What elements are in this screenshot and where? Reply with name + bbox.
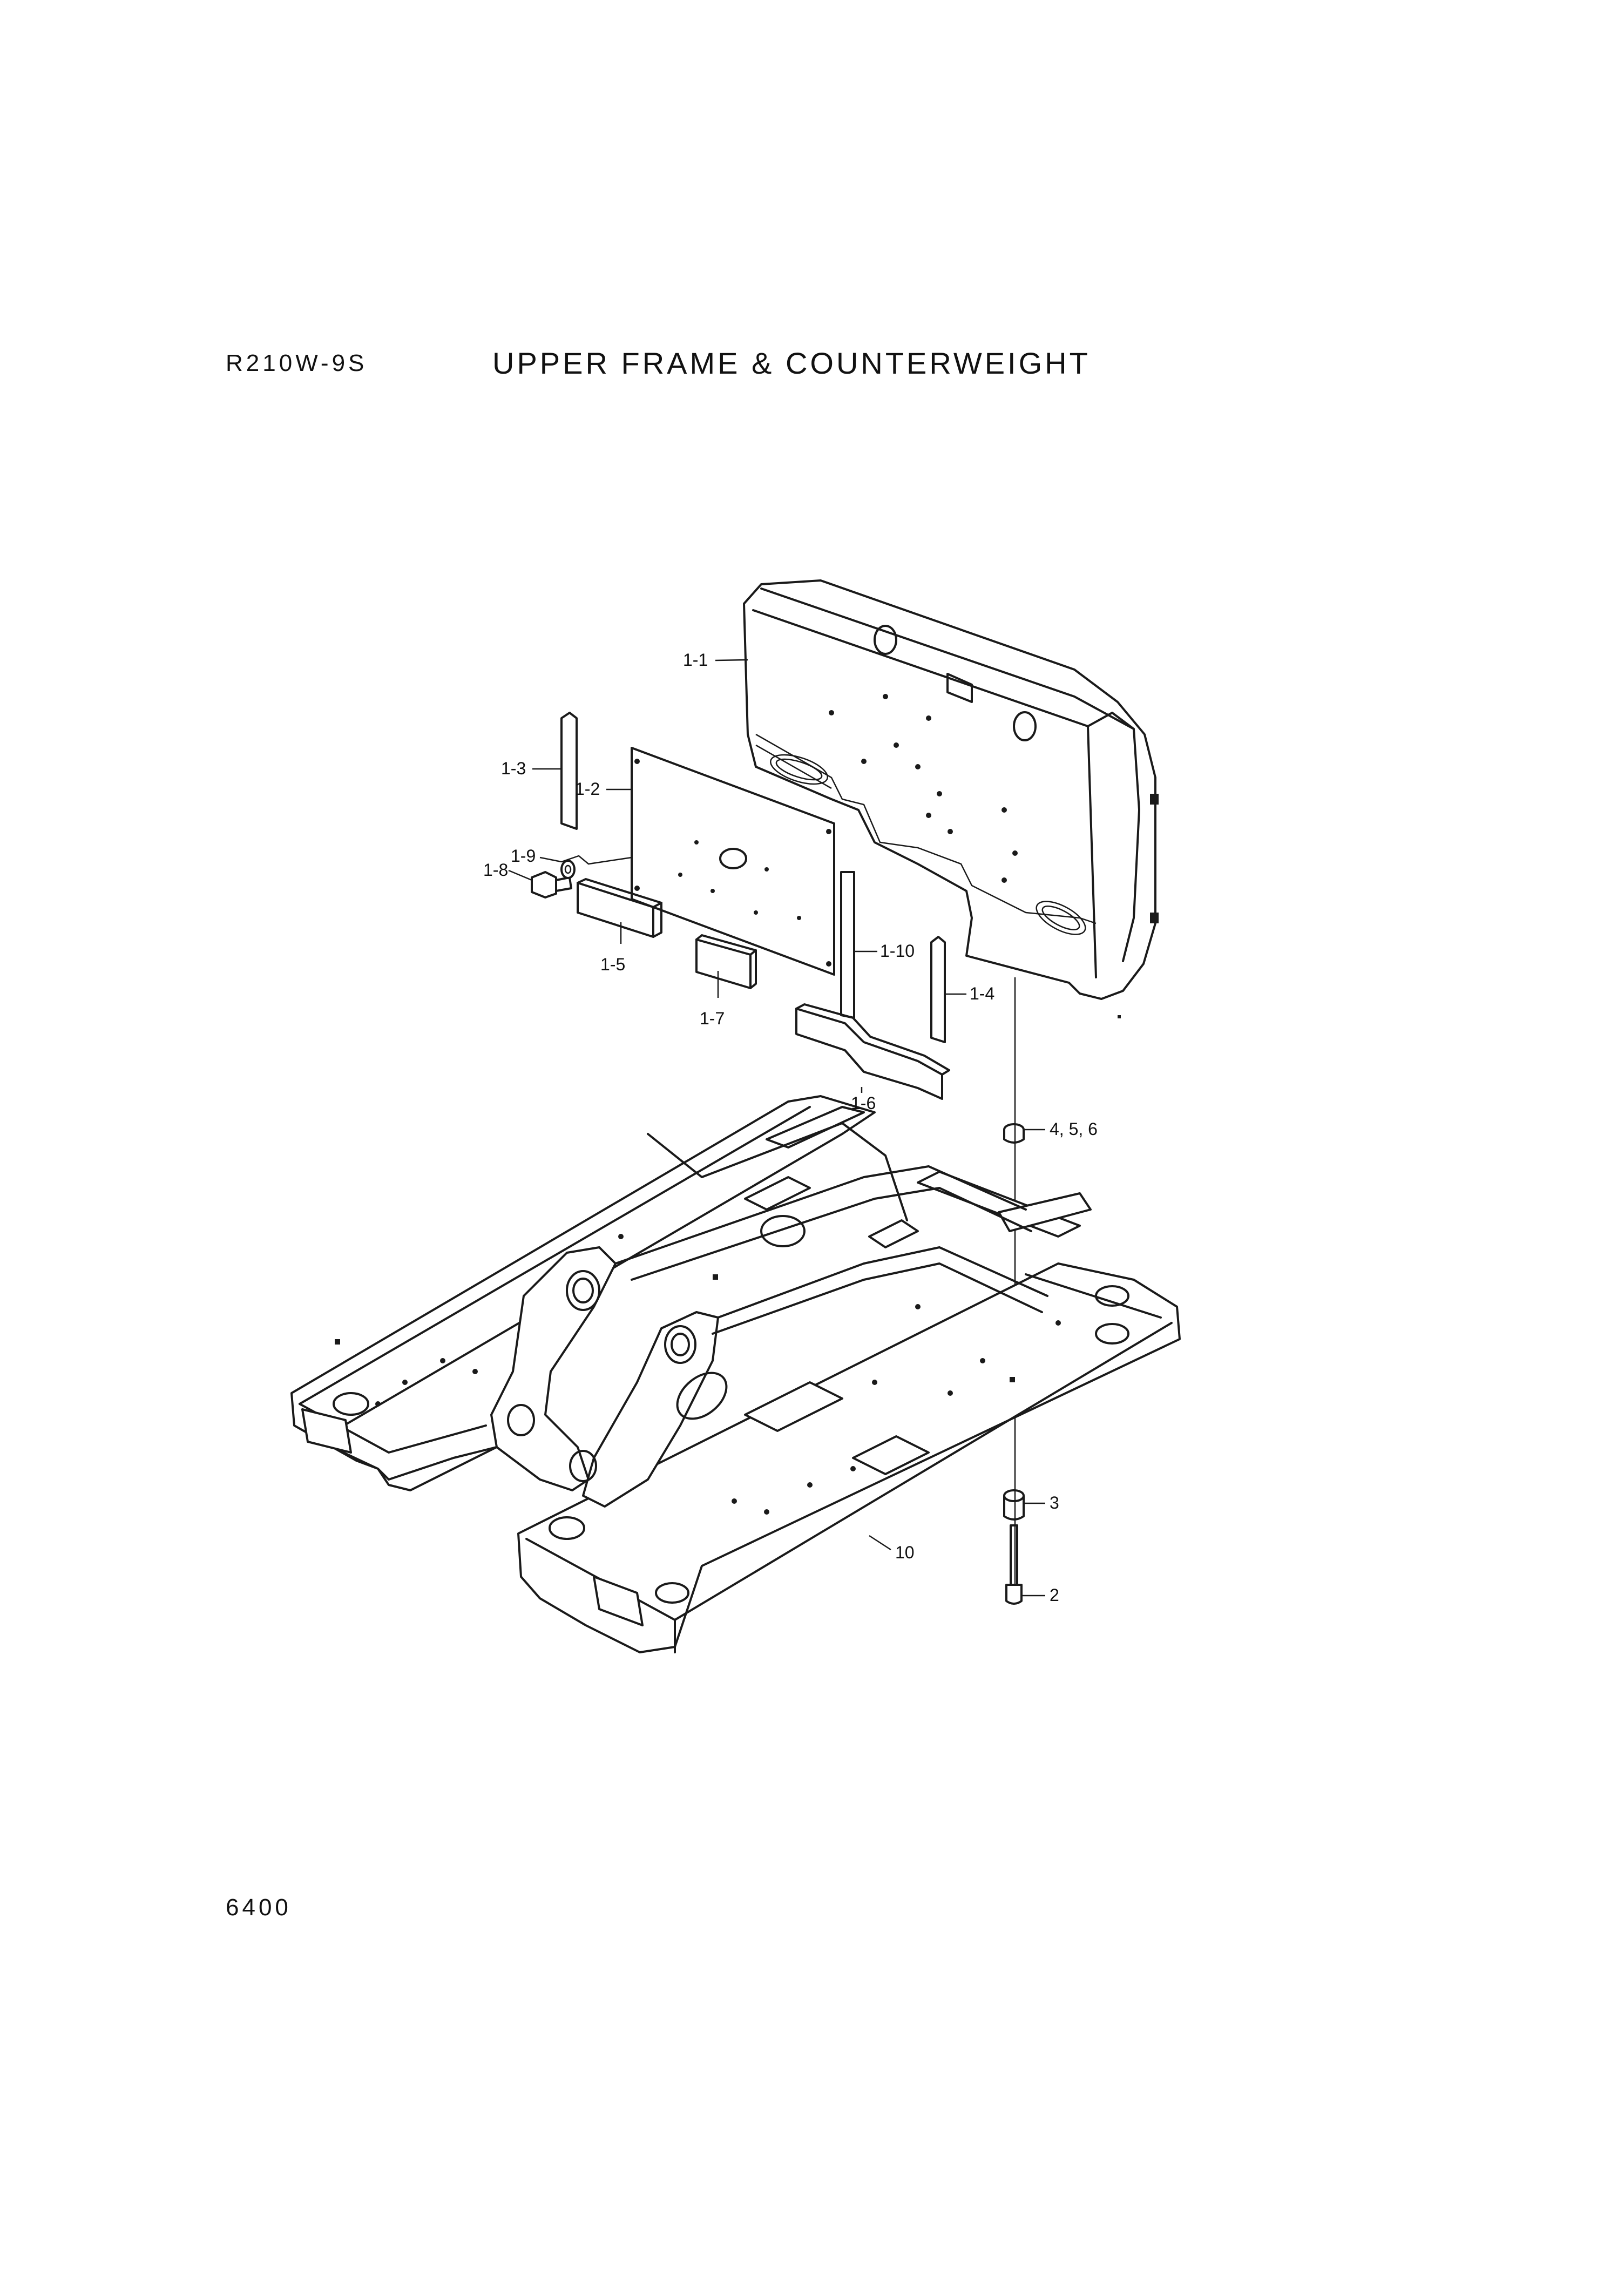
- callout-4-5-6: 4, 5, 6: [1050, 1119, 1098, 1139]
- leader-lines: [508, 659, 1045, 1597]
- plate-part: [631, 747, 835, 976]
- callout-1-3: 1-3: [501, 759, 526, 778]
- page-title: UPPER FRAME & COUNTERWEIGHT: [492, 346, 1091, 380]
- strip-part-1-10: [840, 871, 855, 1019]
- callout-1-8: 1-8: [483, 860, 508, 880]
- callout-1-1: 1-1: [683, 650, 708, 670]
- spacer-part-4-5-6: [1003, 1123, 1025, 1144]
- counterweight-bolt-holes: [829, 694, 1018, 883]
- callout-1-6: 1-6: [851, 1093, 876, 1113]
- bracket-part-1-6: [795, 1003, 950, 1100]
- block-part-1-5: [577, 878, 662, 938]
- strip-part-1-4: [930, 936, 946, 1043]
- strip-part-1-3: [560, 712, 578, 830]
- callout-1-4: 1-4: [970, 984, 994, 1003]
- callout-1-10: 1-10: [880, 941, 915, 961]
- callout-1-9: 1-9: [511, 846, 536, 866]
- callout-2: 2: [1050, 1585, 1059, 1605]
- callout-1-7: 1-7: [700, 1009, 725, 1028]
- bolt-part-1-8: [531, 871, 572, 899]
- page-number: 6400: [226, 1894, 292, 1921]
- washer-part-1-9: [560, 860, 576, 879]
- callout-3: 3: [1050, 1493, 1059, 1512]
- bush-part-3: [1003, 1489, 1025, 1521]
- upper-frame-part: [290, 1095, 1181, 1653]
- counterweight-part: [743, 579, 1159, 1018]
- callout-1-2: 1-2: [575, 779, 600, 799]
- bolt-part-2: [1005, 1524, 1023, 1605]
- block-part-1-7: [695, 934, 757, 989]
- callout-1-5: 1-5: [600, 955, 625, 974]
- model-code: R210W-9S: [226, 350, 368, 376]
- callout-10: 10: [895, 1543, 915, 1562]
